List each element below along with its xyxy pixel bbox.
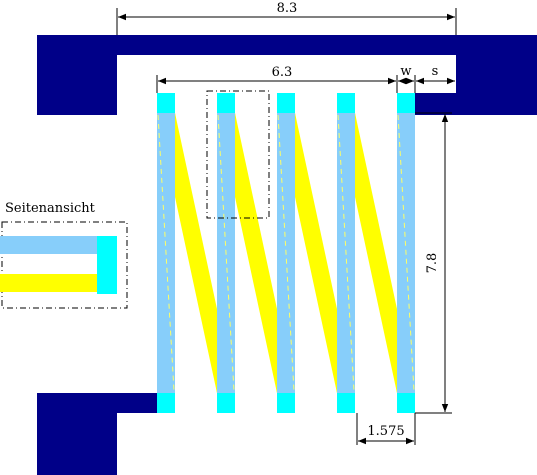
hidden-edge [277,114,295,392]
frame-bottom-left [37,393,157,475]
strip-top-end [217,93,235,113]
diagonal-strip [277,113,355,393]
strip-bottom-end [157,393,175,413]
side-view-bottom-strip [0,274,98,292]
side-view-end [97,236,117,294]
dim-inner-width: 6.3 [156,65,398,93]
diagonal-strip [337,113,415,393]
strip-top-end [337,93,355,113]
dim-inner-width-label: 6.3 [272,65,293,80]
side-view-frame [1,221,128,309]
hidden-edge [217,114,235,392]
strip-bottom-end [277,393,295,413]
coil-group [157,93,415,413]
hidden-edge [397,114,415,392]
side-view-top-strip [0,236,98,254]
dim-pitch-label: 1.575 [367,424,404,439]
detail-box [206,90,270,219]
dim-height: 7.8 [415,112,452,414]
dim-total-width-label: 8.3 [277,1,298,16]
frame [37,35,537,475]
diagonal-strip [217,113,295,393]
dim-pitch: 1.575 [356,413,416,445]
strip-top-end [397,93,415,113]
dim-s-label: s [432,64,439,79]
frame-top [37,35,537,115]
hidden-edge [337,114,355,392]
strip-bottom-end [217,393,235,413]
side-view-label: Seitenansicht [5,201,96,216]
strip-top-end [277,93,295,113]
dim-w-s: w s [398,64,455,93]
dim-total-width: 8.3 [116,1,457,35]
strip-bottom-end [337,393,355,413]
side-view: Seitenansicht [0,201,128,309]
hidden-edge [157,114,175,392]
diagonal-strip [157,113,235,393]
strip-top-end [157,93,175,113]
frame-right-block [415,55,537,115]
strip-bottom-end [397,393,415,413]
dim-height-label: 7.8 [425,253,440,274]
dim-w-label: w [400,64,411,79]
